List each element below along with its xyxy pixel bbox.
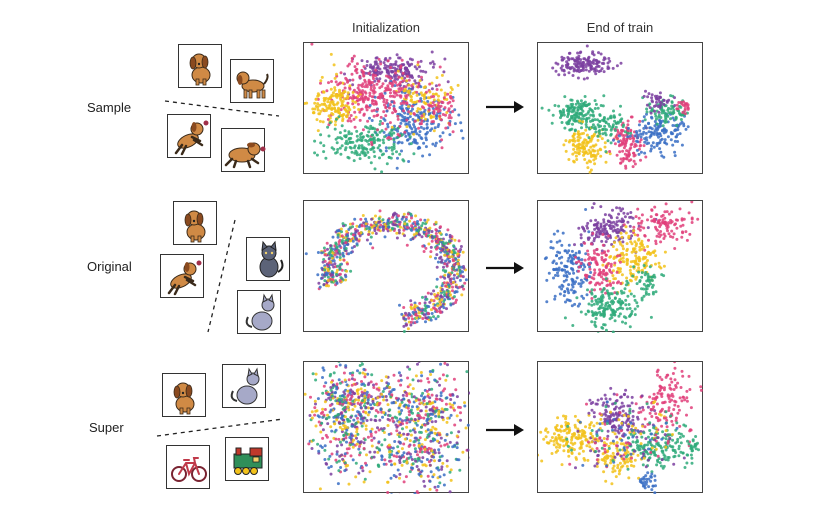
arrow-right-icon bbox=[486, 101, 524, 113]
dog-jumping-icon bbox=[167, 114, 211, 158]
row-label-super: Super bbox=[89, 420, 124, 435]
plot-sample-initialization bbox=[303, 42, 469, 174]
dog-running-icon bbox=[221, 128, 266, 172]
train-icon bbox=[225, 437, 269, 481]
plot-original-end-of-train bbox=[537, 200, 703, 333]
dog-sitting-icon bbox=[178, 44, 222, 88]
dog-sitting-icon bbox=[173, 201, 217, 245]
column-title-end-of-train: End of train bbox=[586, 20, 654, 35]
arrow-right-icon bbox=[486, 424, 524, 436]
row-label-sample: Sample bbox=[87, 100, 132, 115]
cat-sitting-icon bbox=[222, 364, 266, 408]
dog-standing-icon bbox=[230, 59, 274, 103]
cat-sitting-icon bbox=[246, 237, 290, 281]
row-label-original: Original bbox=[87, 259, 132, 274]
plot-super-initialization bbox=[303, 361, 470, 494]
bicycle-icon bbox=[166, 445, 210, 489]
arrow-right-icon bbox=[486, 262, 524, 274]
plot-sample-end-of-train bbox=[537, 42, 703, 174]
plot-original-initialization bbox=[303, 200, 469, 333]
dog-standing-icon bbox=[162, 373, 206, 417]
cat-sitting-icon bbox=[237, 290, 281, 334]
plot-super-end-of-train bbox=[537, 361, 703, 494]
column-title-initialization: Initialization bbox=[352, 20, 420, 35]
dog-jumping-icon bbox=[160, 254, 204, 298]
